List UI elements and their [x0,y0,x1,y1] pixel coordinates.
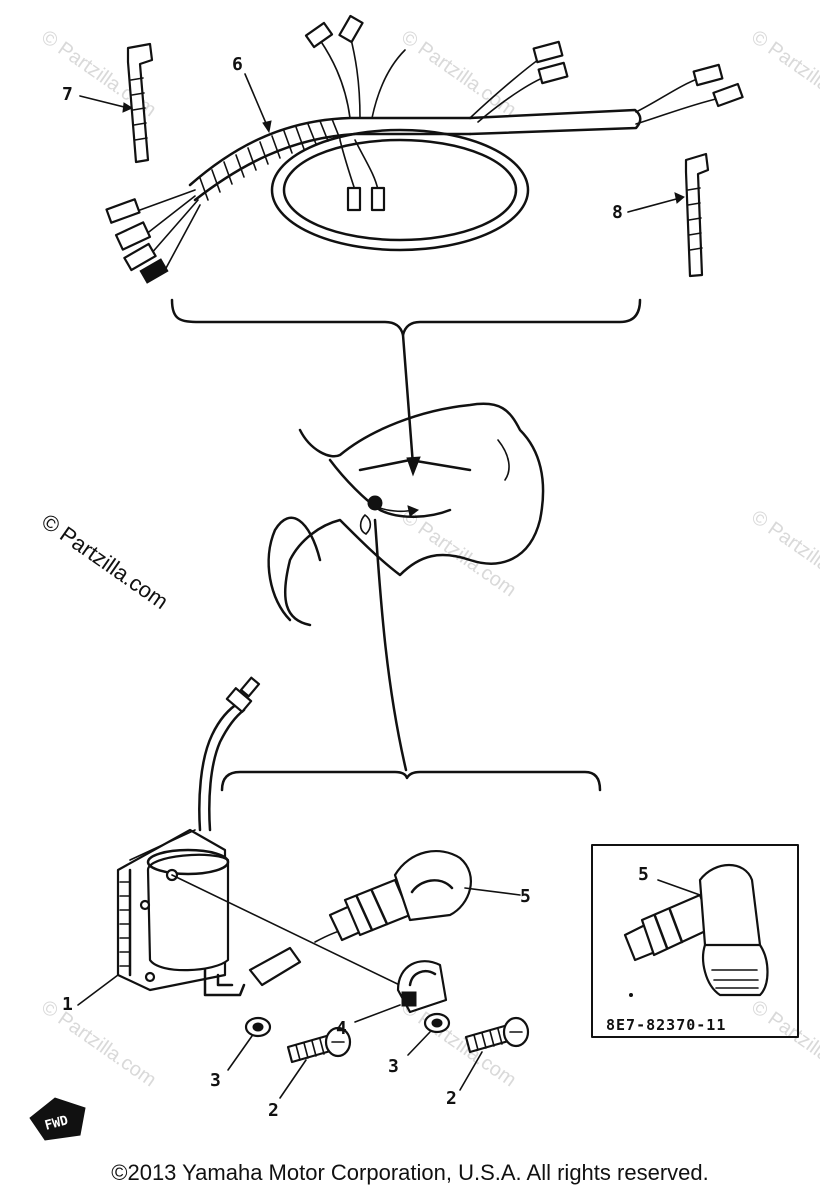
callout-4: 4 [336,1018,347,1039]
callout-5-inset: 5 [638,864,649,885]
leader-4 [354,1004,401,1023]
leader-harness [401,333,415,467]
screw-2-right [464,1016,530,1054]
callout-6: 6 [232,54,243,75]
watermark: © Partzilla.com [37,996,160,1091]
inset-part-number: 8E7-82370-11 [606,1016,726,1034]
watermark: © Partzilla.com [397,506,520,601]
leader-1 [77,974,119,1006]
cable-tie-7 [126,42,154,164]
callout-8: 8 [612,202,623,223]
lower-bracket [220,770,602,792]
leader-5 [464,887,521,896]
callout-labels: 7 6 8 1 5 4 3 3 2 2 5 8E7-82370-11 [62,54,726,1121]
watermark: © Partzilla.com [747,506,820,601]
fwd-arrow: FWD [29,1097,86,1141]
leader-cdi [373,518,408,772]
callout-3-right: 3 [388,1056,399,1077]
leader-3-left [227,1035,253,1071]
washer-3-right [423,1012,451,1034]
copyright-notice: ©2013 Yamaha Motor Corporation, U.S.A. A… [111,1160,709,1185]
cdi-unit [116,676,261,997]
leader-2-right [459,1051,483,1091]
callout-1: 1 [62,994,73,1015]
fwd-label: FWD [43,1113,70,1134]
watermark-dark: © Partzilla.com [37,509,173,615]
callout-7: 7 [62,84,73,105]
motorcycle-outline [267,402,545,627]
wire-harness [105,14,744,284]
spark-plug-cap [328,850,472,942]
callout-5: 5 [520,886,531,907]
callout-2-right: 2 [446,1088,457,1109]
screw-2-left [286,1026,352,1064]
clip-4 [396,960,448,1014]
cable-tie-8 [684,152,710,278]
watermark: © Partzilla.com [747,26,820,121]
watermark: © Partzilla.com [397,26,520,121]
leader-2-left [279,1059,307,1099]
washer-3-left [244,1016,272,1038]
top-bracket [170,298,642,337]
leader-3-right [407,1031,431,1056]
coil-leader [171,874,411,991]
watermark: © Partzilla.com [747,996,820,1091]
callout-3-left: 3 [210,1070,221,1091]
inset-box [591,844,799,1038]
callout-2-left: 2 [268,1100,279,1121]
